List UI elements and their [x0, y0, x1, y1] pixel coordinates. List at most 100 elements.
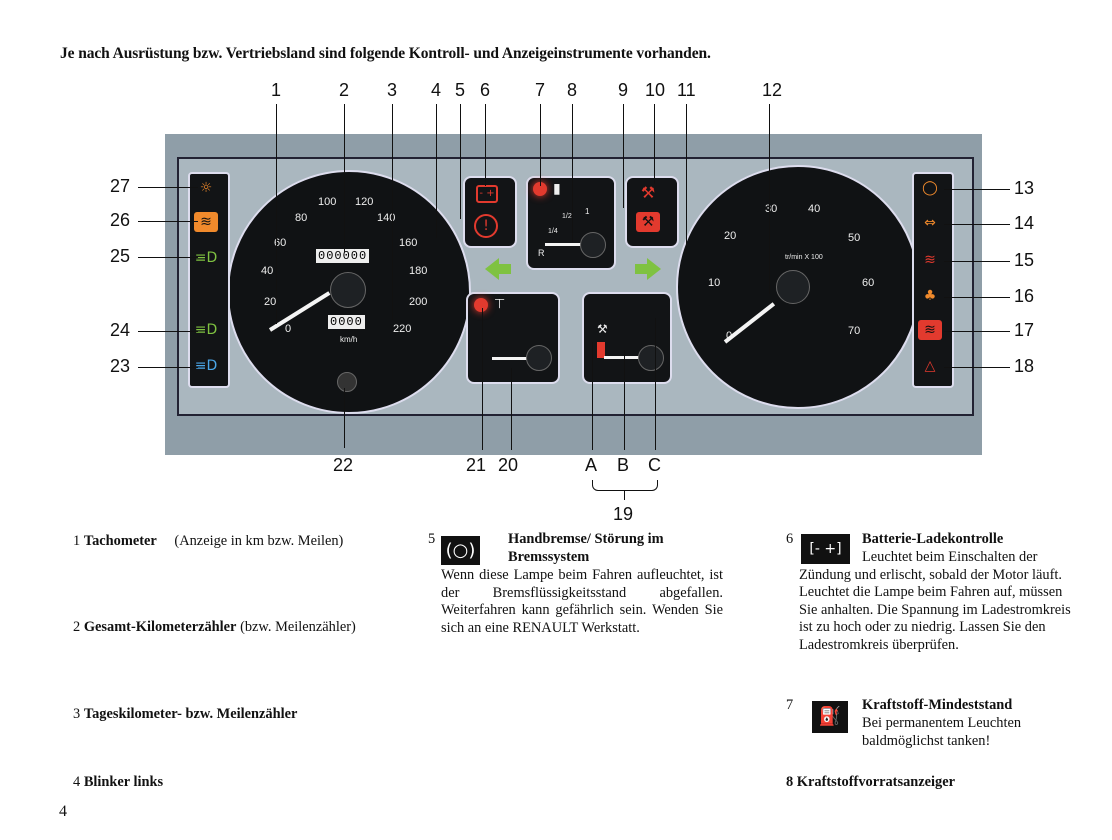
callout-c: C — [648, 455, 661, 475]
speed-tick-120: 120 — [355, 196, 374, 208]
fuel-reserve-icon: ⛽ — [812, 701, 848, 733]
leader-14 — [944, 224, 1010, 225]
brake-pad-wear-icon: ◯ — [922, 180, 938, 196]
coolant-temp-icon: ⊤ — [494, 296, 506, 311]
leader-a — [592, 342, 593, 450]
item-5-title: Handbremse/ Störung im Bremssystem — [508, 531, 664, 565]
item-7-title: Kraftstoff-Mindeststand — [862, 697, 1013, 713]
item-1-number: 1 — [73, 533, 81, 549]
leader-27 — [138, 187, 198, 188]
item-1-title: Tachometer — [83, 533, 157, 549]
leader-16 — [944, 297, 1010, 298]
callout-16: 16 — [1014, 286, 1035, 306]
item-7-text: Bei permanentem Leuchten baldmöglichst t… — [862, 715, 1022, 749]
item-4-number: 4 — [73, 774, 81, 790]
speed-tick-180: 180 — [409, 265, 428, 277]
leader-6 — [485, 104, 486, 186]
item-8: 8 Kraftstoffvorratsanzeiger — [786, 774, 956, 790]
callout-26: 26 — [110, 210, 131, 230]
door-open-icon: ⇔ — [924, 215, 936, 231]
item-2: 2 Gesamt-Kilometerzähler (bzw. Meilenzäh… — [73, 619, 373, 637]
speed-tick-80: 80 — [295, 212, 308, 224]
leader-21 — [482, 308, 483, 450]
fuel-low-lamp — [533, 182, 547, 196]
leader-25 — [138, 257, 198, 258]
oil-level-icon: ⚒ — [636, 212, 660, 232]
speed-tick-0: 0 — [285, 323, 292, 335]
oil-pressure-icon: ⚒ — [640, 183, 656, 202]
callout-17: 17 — [1014, 320, 1035, 340]
speed-tick-60: 60 — [274, 237, 287, 249]
turn-signal-left-icon — [485, 258, 499, 280]
item-7-number: 7 — [786, 697, 794, 713]
rear-window-heater-icon: ≋ — [194, 212, 218, 232]
item-2-number: 2 — [73, 619, 81, 635]
rpm-tick-50: 50 — [848, 232, 861, 244]
oil-gauge-hub — [638, 345, 664, 371]
trip-reset-knob[interactable] — [337, 372, 357, 392]
speed-tick-20: 20 — [264, 296, 277, 308]
leader-17 — [944, 331, 1010, 332]
rpm-tick-40: 40 — [808, 203, 821, 215]
brace-19 — [592, 480, 658, 491]
speed-tick-140: 140 — [377, 212, 396, 224]
speedometer-hub — [330, 272, 366, 308]
leader-23 — [138, 367, 198, 368]
right-warning-strip — [912, 172, 954, 388]
leader-12 — [769, 104, 770, 294]
callout-15: 15 — [1014, 250, 1035, 270]
callout-3: 3 — [387, 80, 398, 100]
callout-22: 22 — [333, 455, 354, 475]
left-warning-strip — [188, 172, 230, 388]
page-number: 4 — [59, 803, 67, 820]
leader-11 — [686, 104, 687, 254]
rpm-tick-20: 20 — [724, 230, 737, 242]
turn-signal-left-tail — [499, 264, 511, 274]
speed-tick-160: 160 — [399, 237, 418, 249]
fuel-tick-half: 1/2 — [562, 213, 572, 220]
callout-a: A — [585, 455, 598, 475]
rpm-tick-60: 60 — [862, 277, 875, 289]
brake-warning-icon: ! — [474, 214, 498, 238]
callout-19: 19 — [613, 504, 634, 524]
callout-14: 14 — [1014, 213, 1035, 233]
coolant-needle — [492, 357, 534, 360]
high-beam-icon: ≡D — [194, 358, 218, 374]
item-4-title: Blinker links — [83, 774, 164, 790]
brace-stem-19 — [624, 490, 625, 500]
oil-gauge-icon: ⚒ — [597, 322, 608, 336]
fuel-tick-quarter: 1/4 — [548, 228, 558, 235]
leader-5 — [460, 104, 461, 219]
item-2-title: Gesamt-Kilometerzähler — [83, 619, 237, 635]
turn-signal-right-tail — [635, 264, 647, 274]
callout-13: 13 — [1014, 178, 1035, 198]
heated-rear-window-icon: ≋ — [918, 320, 942, 340]
item-5-number: 5 — [428, 531, 436, 547]
callout-4: 4 — [431, 80, 442, 100]
oil-gauge-red-zone — [597, 342, 605, 358]
leader-22 — [344, 388, 345, 448]
leader-b — [624, 350, 625, 450]
leader-1 — [276, 104, 277, 324]
callout-25: 25 — [110, 246, 131, 266]
leader-2 — [344, 104, 345, 252]
leader-10 — [654, 104, 655, 184]
speed-unit-label: km/h — [340, 335, 358, 344]
leader-c — [655, 318, 656, 450]
callout-6: 6 — [480, 80, 491, 100]
choke-icon: ♣ — [923, 288, 937, 304]
turn-signal-right-icon — [647, 258, 661, 280]
item-6-title: Batterie-Ladekontrolle — [862, 531, 1004, 547]
hazard-warning-icon: △ — [924, 358, 936, 374]
fuel-tick-full: 1 — [585, 207, 590, 216]
item-1-text: (Anzeige in km bzw. Meilen) — [174, 533, 344, 549]
callout-20: 20 — [498, 455, 519, 475]
callout-2: 2 — [339, 80, 350, 100]
trip-display: 0000 — [328, 315, 365, 329]
fuel-gauge-hub — [580, 232, 606, 258]
preheat-icon: ≋ — [924, 252, 936, 268]
leader-18 — [944, 367, 1010, 368]
coolant-overheat-lamp — [474, 298, 488, 312]
leader-8 — [572, 104, 573, 242]
callout-21: 21 — [466, 455, 487, 475]
